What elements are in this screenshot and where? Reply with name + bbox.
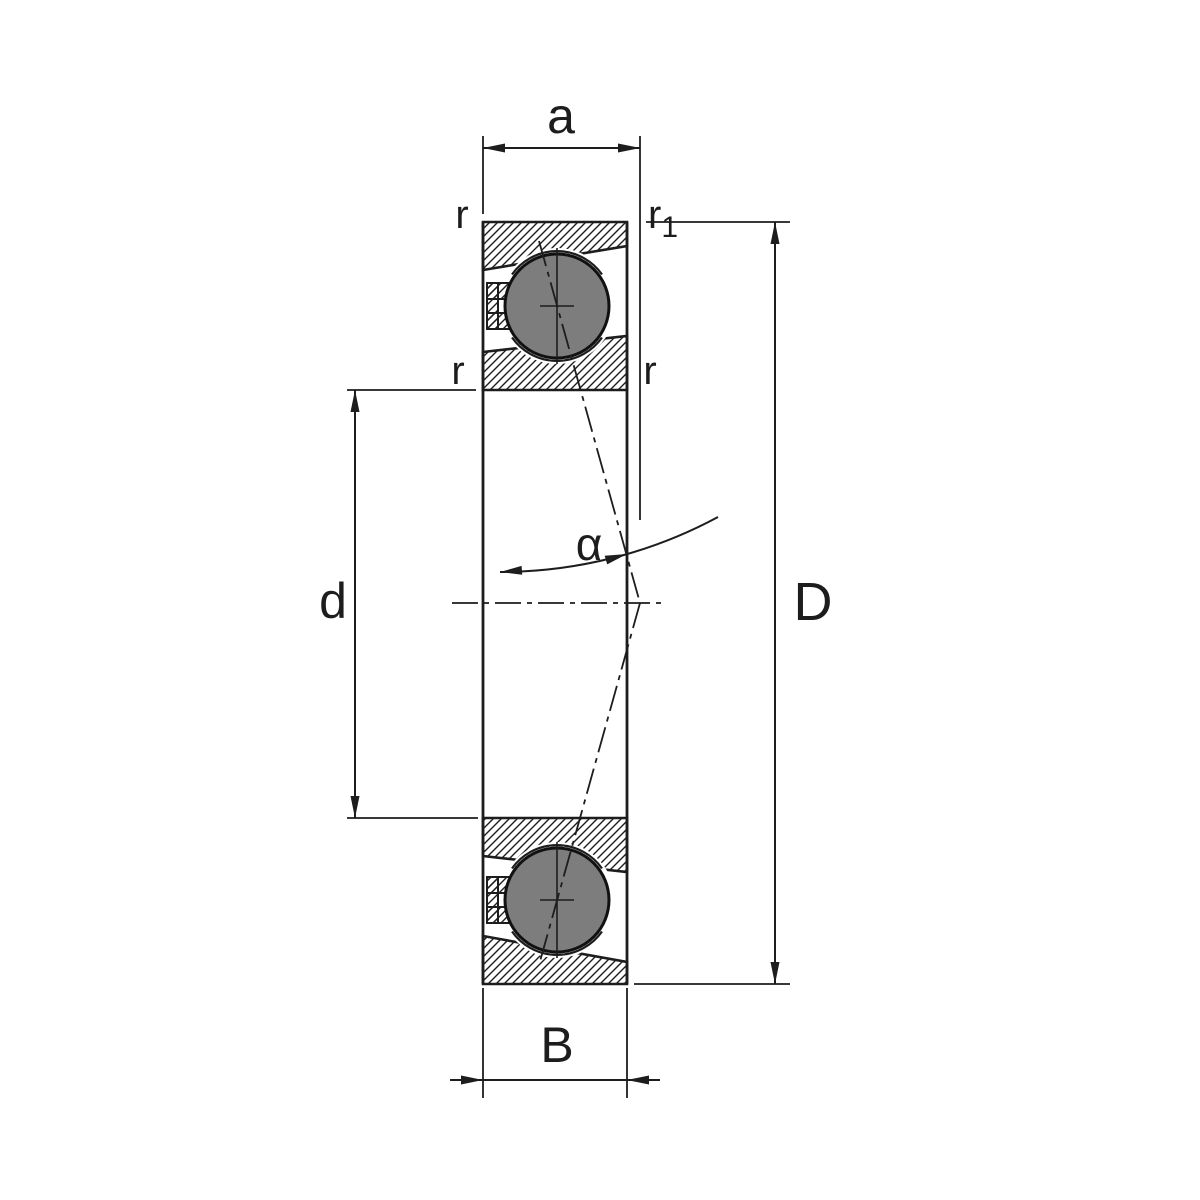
- contact-angle-arc: [499, 516, 719, 573]
- arc-arrowhead-right: [604, 554, 627, 565]
- contact-line-bottom: [538, 602, 641, 966]
- corner-radius-labels: r r1 r r: [451, 193, 678, 393]
- centerlines: [452, 240, 662, 966]
- dim-label-d: d: [319, 573, 347, 629]
- arrowhead-left: [483, 143, 505, 153]
- corner-radius-label-top-left: r: [455, 193, 468, 237]
- dim-label-B: B: [540, 1017, 573, 1073]
- dim-label-D: D: [794, 572, 833, 632]
- arrowhead-right: [461, 1075, 483, 1085]
- contact-angle-label: α: [576, 518, 603, 570]
- dim-label-a: a: [547, 88, 575, 144]
- arrowhead-right: [618, 143, 640, 153]
- arc-arrowhead-left: [500, 565, 523, 575]
- corner-radius-label-mid-left: r: [451, 349, 464, 393]
- dimension-D: D: [634, 221, 833, 985]
- r1-base: r: [648, 193, 661, 237]
- corner-radius-label-mid-right: r: [643, 349, 656, 393]
- arrowhead-up: [770, 222, 780, 244]
- dimension-B: B: [450, 988, 660, 1098]
- arrowhead-down: [350, 796, 360, 818]
- r1-subscript: 1: [661, 211, 678, 244]
- arrowhead-left: [627, 1075, 649, 1085]
- dimension-d: d: [319, 389, 478, 819]
- dimension-a: a: [482, 88, 641, 520]
- contact-angle-dimension: α: [499, 516, 719, 575]
- arrowhead-down: [770, 962, 780, 984]
- arrowhead-up: [350, 390, 360, 412]
- contact-line-top: [538, 240, 641, 604]
- corner-radius-label-r1: r1: [648, 193, 678, 244]
